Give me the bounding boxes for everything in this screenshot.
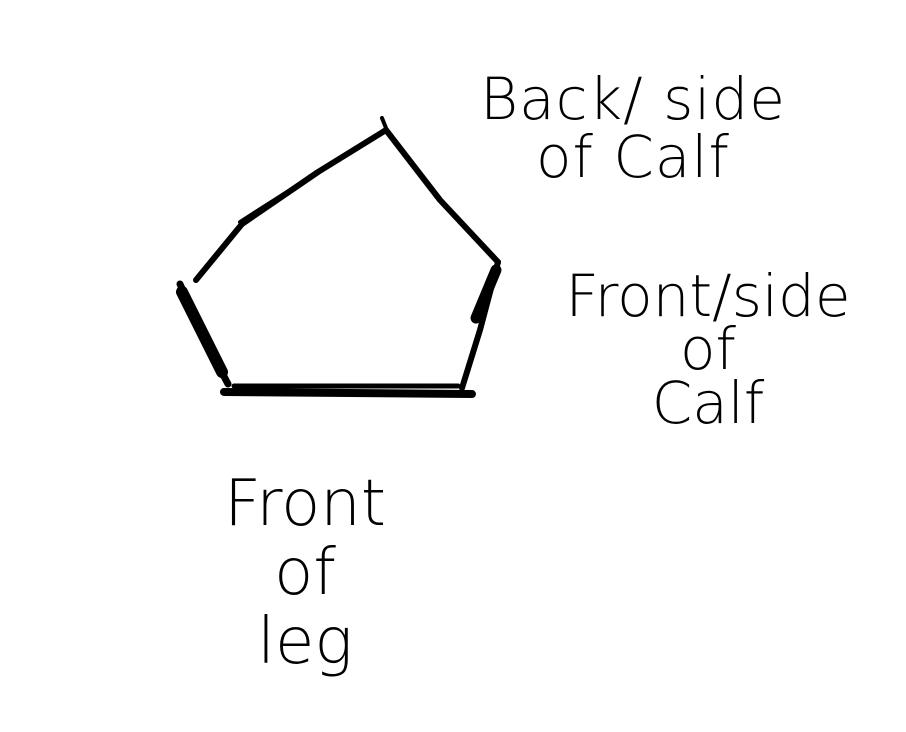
edge-bottom	[220, 388, 476, 398]
label-line: of	[274, 536, 336, 611]
label-front-of-leg: Front of leg	[200, 467, 410, 680]
edge-right-thick	[470, 264, 502, 324]
label-line: leg	[257, 605, 353, 680]
label-line: of	[680, 315, 736, 384]
edge-top-left-stroke-2	[238, 174, 314, 224]
label-line: Back/ side	[480, 65, 786, 133]
edge-top-right	[383, 127, 501, 265]
apex-tick	[380, 116, 388, 130]
label-line: Front/side	[565, 262, 851, 330]
edge-left-thick	[176, 286, 228, 378]
label-line: Calf	[651, 368, 765, 437]
label-front-side-of-calf: Front/side of Calf	[548, 262, 868, 437]
label-back-side-of-calf: Back/ side of Calf	[468, 70, 798, 186]
label-line: of Calf	[536, 123, 730, 191]
label-line: Front	[224, 467, 386, 541]
edge-top-left	[193, 127, 389, 283]
